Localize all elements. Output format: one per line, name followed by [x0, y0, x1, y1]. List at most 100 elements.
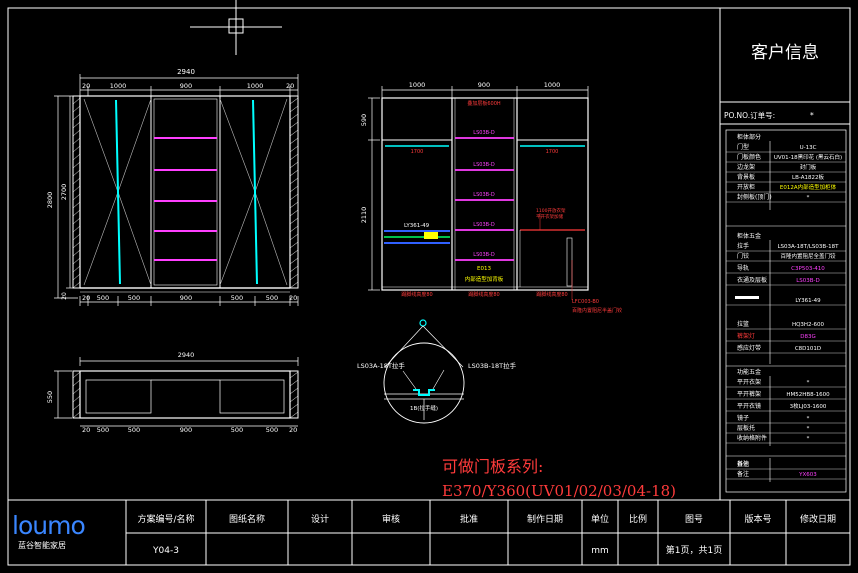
int-foot-right: 踢脚线高度80: [536, 291, 567, 298]
front-dim-1000-right: 1000: [247, 82, 264, 90]
tb-row-value: LB-A1822板: [792, 173, 824, 181]
bb-header: 设计: [311, 513, 329, 525]
front-dim-900: 900: [180, 82, 192, 90]
bb-header: 版本号: [744, 513, 771, 525]
bb-header: 比例: [629, 513, 647, 525]
int-dim-right: 1000: [544, 81, 561, 89]
tb-row-value: HQ3H2-600: [792, 322, 825, 328]
tb-row-value: 封门板: [800, 163, 817, 171]
section-other: 其他: [737, 460, 749, 468]
section-function: 功能五金: [737, 368, 761, 376]
bb-value: Y04-3: [152, 546, 179, 556]
po-label: PO.NO.订单号:: [724, 110, 775, 120]
int-shelf-label-1: LS03B-D: [473, 130, 495, 136]
logo-text: 蓝谷智能家居: [18, 540, 66, 550]
plan-bdim-4: 500: [231, 426, 243, 434]
logo: loumo 蓝谷智能家居: [12, 511, 86, 550]
tb-row-label: 感应灯带: [737, 344, 761, 352]
door-series-title: 可做门板系列:: [442, 457, 543, 476]
tb-row-value: U-13C: [800, 145, 817, 151]
tb-row-value: *: [807, 380, 810, 386]
bb-value: 第1页，共1页: [666, 544, 722, 556]
tb-row-value: C8D101D: [795, 346, 821, 352]
int-dim-mid: 900: [478, 81, 490, 89]
po-value: *: [810, 111, 814, 120]
plan-dim-depth: 550: [46, 391, 54, 403]
tb-row-value: *: [807, 195, 810, 201]
tb-row-label: 导轨: [737, 264, 749, 272]
tb-row-label: 门型: [737, 143, 749, 151]
bottom-block-cells: 方案编号/名称Y04-3图纸名称设计审核批准制作日期单位mm比例图号第1页，共1…: [137, 500, 851, 565]
int-right-note-2: 平开衣架加储: [536, 213, 563, 220]
tb-row-label: 门板颜色: [737, 153, 761, 161]
front-dim-1000-left: 1000: [110, 82, 127, 90]
plan-bdim-5: 500: [266, 426, 278, 434]
front-dim-height: 2800: [46, 192, 54, 209]
plan-bdim-2: 500: [128, 426, 140, 434]
tb-row-value: *: [807, 436, 810, 442]
tb-row-label: 备注: [737, 470, 749, 478]
tb-row-value: 3枚LJ03-1600: [790, 402, 827, 410]
int-foot-left: 踢脚线高度80: [401, 291, 432, 298]
int-foot-mid: 踢脚线高度80: [468, 291, 499, 298]
int-opening-label: E013: [477, 266, 491, 272]
bb-header: 审核: [382, 513, 400, 525]
front-bdim-1: 500: [97, 294, 109, 302]
tb-row-label: 平开衣架: [737, 378, 761, 386]
int-left-top-label: 1700: [411, 149, 424, 155]
int-left-rail-label: LY361-49: [404, 223, 430, 229]
tb-row-label: 背景板: [737, 173, 755, 181]
detail-view: LS03A-18T拉手 LS03B-18T拉手 1B(拉手缝): [357, 319, 517, 424]
int-right-top-label: 1700: [546, 149, 559, 155]
tb-row-value: D83G: [800, 334, 816, 340]
logo-glyphs: loumo: [12, 511, 85, 540]
bb-header: 图纸名称: [229, 513, 265, 525]
tb-row-label: 拉篮: [737, 320, 749, 328]
int-right-note-1: 1100开放衣架: [536, 207, 566, 214]
front-bdim-3: 900: [180, 294, 192, 302]
interior-view: 1000 900 1000 590 2110 1700 1700 叠加层板600…: [360, 81, 622, 314]
detail-bottom-label: 1B(拉手缝): [410, 404, 438, 412]
int-shelf-label-5: LS03B-D: [473, 252, 495, 258]
customer-info-title: 客户信息: [751, 43, 819, 63]
tb-row-value: 百隆内置阻尼全盖门铰: [780, 252, 836, 260]
front-dim-20-left: 20: [82, 82, 90, 90]
tb-row-label: 收纳格附件: [737, 434, 767, 442]
bb-header: 图号: [685, 514, 703, 525]
tb-row-label: 备注: [737, 460, 749, 468]
plan-bdim-3: 900: [180, 426, 192, 434]
tb-row-value: YX603: [798, 472, 817, 478]
tb-row-label: 衣通及层板: [737, 276, 767, 284]
front-dim-inner-height: 2700: [60, 184, 68, 201]
section-hardware: 柜体五金: [737, 232, 761, 240]
top-marker: [190, 0, 282, 55]
int-bottom-note-1: LFC003-B0: [572, 299, 599, 305]
tb-row-label: 裤架灯: [737, 332, 755, 340]
bb-header: 单位: [591, 513, 609, 525]
tb-row-value: *: [807, 416, 810, 422]
tb-row-value: *: [807, 426, 810, 432]
plan-dim-total: 2940: [178, 351, 195, 359]
plan-view: 2940 550 20 500 500 900 500 500 20: [46, 351, 299, 434]
front-bdim-2: 500: [128, 294, 140, 302]
int-dim-bottom-h: 2110: [360, 207, 368, 224]
drawing-frame: [7, 7, 851, 566]
front-view: 2940 20 1000 900 1000 20 2800 2700 20: [46, 68, 299, 306]
tb-row-label: 开放柜: [737, 183, 755, 191]
bb-header: 方案编号/名称: [137, 513, 194, 525]
bb-header: 修改日期: [800, 513, 836, 525]
tb-row-label: 封侧板(顶门): [737, 193, 772, 201]
hanging-rail-symbol: [735, 296, 759, 299]
tb-row-value: UV01-18黑印花 (黑云石白): [774, 153, 842, 161]
front-dim-total: 2940: [177, 68, 195, 76]
front-dim-20-right: 20: [286, 82, 294, 90]
tb-row-value: LS03B-D: [796, 278, 820, 284]
plan-bdim-6: 20: [289, 426, 297, 434]
tb-row-label: 边龙架: [737, 163, 755, 171]
front-bdim-6: 20: [289, 294, 297, 302]
tb-row-label: 镜子: [737, 414, 749, 422]
tb-row-value: LY361-49: [795, 298, 821, 304]
